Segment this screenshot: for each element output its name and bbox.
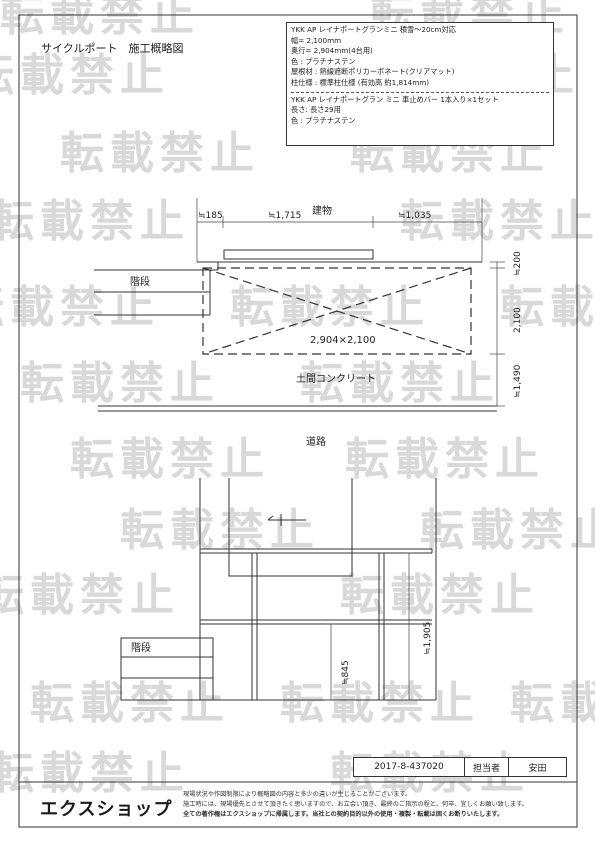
- dim-845: ≒845: [341, 660, 351, 685]
- svg-text:転載禁止: 転載禁止: [70, 434, 270, 485]
- title-block: 2017-8-437020 担当者 安田: [353, 757, 567, 777]
- spec-roof: 屋根材 : 熱線遮断ポリカーボネート(クリアマット): [291, 67, 455, 77]
- dim-200: ≒200: [513, 251, 523, 276]
- spec-depth: 奥行= 2,904mm(4台用): [291, 46, 373, 56]
- svg-text:転載禁止: 転載禁止: [0, 282, 160, 333]
- svg-text:転載禁止: 転載禁止: [0, 0, 200, 41]
- person-in-charge-name: 安田: [508, 757, 567, 777]
- elevation-stairs: [120, 637, 214, 701]
- dim-1715: ≒1,715: [268, 211, 301, 221]
- svg-text:転載禁止: 転載禁止: [400, 196, 595, 247]
- dim-1905: ≒1,905: [423, 622, 433, 655]
- doc-number: 2017-8-437020: [353, 757, 465, 777]
- svg-text:転載禁止: 転載禁止: [0, 50, 170, 101]
- svg-text:転載禁止: 転載禁止: [0, 570, 180, 621]
- elevation-drawing: [199, 478, 437, 701]
- svg-text:転載禁止: 転載禁止: [20, 358, 220, 409]
- svg-text:転載禁止: 転載禁止: [280, 678, 480, 729]
- elevation-stairs-label: 階段: [131, 641, 151, 654]
- spec-separator: [291, 91, 549, 93]
- spec-color-2: 色 : プラチナステン: [291, 115, 356, 125]
- plan-stairs-label: 階段: [130, 275, 150, 288]
- dim-1490: ≒1,490: [513, 364, 523, 398]
- svg-text:転載禁止: 転載禁止: [0, 748, 190, 799]
- sheet-border: [18, 14, 578, 828]
- svg-text:転載禁止: 転載禁止: [345, 434, 545, 485]
- company-logo: エクスショップ: [40, 799, 173, 820]
- svg-text:転載禁止: 転載禁止: [340, 570, 540, 621]
- spec-length: 長さ: 長さ29用: [291, 105, 341, 115]
- building-label: 建物: [312, 204, 332, 217]
- footer-notes: 現場状況や作図制限により概略図の内容と多少の違いが生じることがございます。 施工…: [183, 790, 558, 820]
- floor-concrete-label: 土間コンクリート: [296, 372, 376, 385]
- svg-text:転載禁止: 転載禁止: [510, 678, 595, 729]
- note-line: 施工時には、現場優先とさせて頂きたく思いますので、お立会い頂き、最終のご指示の程…: [183, 801, 528, 808]
- svg-text:転載禁止: 転載禁止: [420, 505, 595, 556]
- note-line: 全ての著作権はエクスショップに帰属します。当社との契約目的以外の使用・複製・転載…: [183, 811, 504, 818]
- spec-box: YKK AP レイナポートグランミニ 積雪～20cm対応 幅= 2,100mm …: [286, 22, 554, 146]
- spec-product-1: YKK AP レイナポートグランミニ 積雪～20cm対応: [291, 25, 456, 34]
- svg-text:転載禁止: 転載禁止: [30, 678, 230, 729]
- plan-stairs: [94, 262, 219, 316]
- svg-text:転載禁止: 転載禁止: [0, 196, 190, 247]
- drawing-title: サイクルポート 施工概略図: [41, 41, 183, 55]
- road-label: 道路: [306, 435, 326, 448]
- door-opening: [223, 249, 374, 260]
- person-in-charge-label: 担当者: [463, 757, 510, 777]
- spec-width: 幅= 2,100mm: [291, 35, 342, 45]
- elevation-dimension-lines: [325, 552, 415, 701]
- svg-text:転載禁止: 転載禁止: [300, 358, 500, 409]
- dim-2100: 2,100: [513, 307, 523, 333]
- svg-text:転載禁止: 転載禁止: [230, 282, 430, 333]
- spec-product-2: YKK AP レイナポートグラン ミニ 車止めバー 1本入り×1セット: [291, 94, 499, 104]
- svg-text:転載禁止: 転載禁止: [60, 128, 260, 179]
- right-dimension-line: [490, 261, 505, 407]
- svg-text:転載禁止: 転載禁止: [120, 505, 320, 556]
- cycleport-footprint: [202, 267, 472, 355]
- footprint-size-label: 2,904×2,100: [310, 335, 376, 346]
- spec-pillar: 柱仕様 : 標準柱仕様 (有効高 約1,814mm): [291, 77, 429, 87]
- svg-text:転載禁止: 転載禁止: [500, 282, 595, 333]
- dim-1035: ≒1,035: [398, 211, 431, 221]
- dim-185: ≒185: [198, 211, 223, 221]
- note-line: 現場状況や作図制限により概略図の内容と多少の違いが生じることがございます。: [183, 791, 412, 798]
- building-dimension-line: [196, 198, 483, 262]
- spec-color-1: 色 : プラチナステン: [291, 56, 356, 66]
